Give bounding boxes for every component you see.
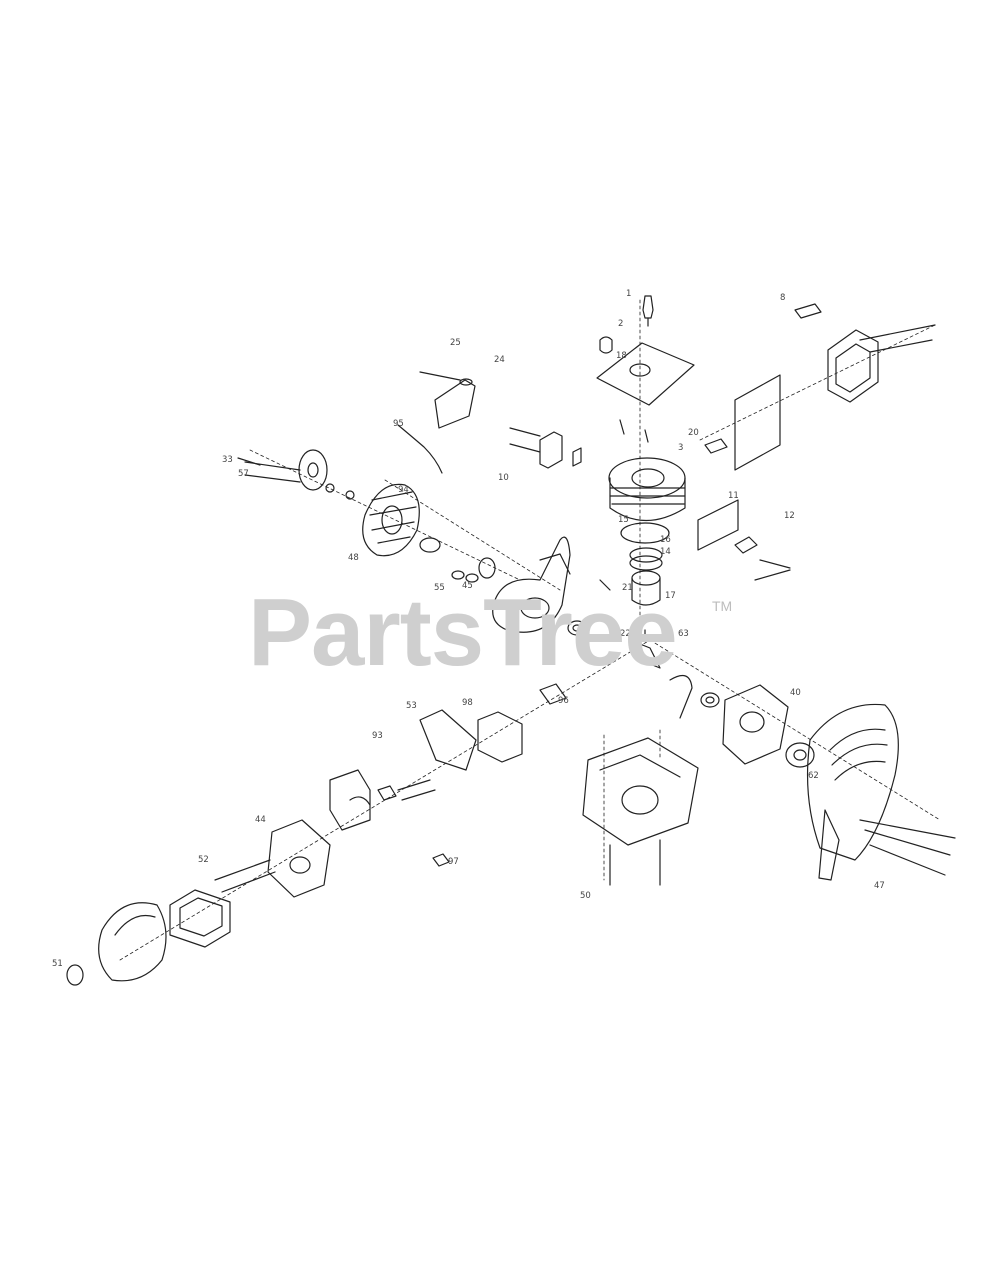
trademark-symbol: TM xyxy=(712,598,733,614)
callout-97: 97 xyxy=(448,857,459,867)
callout-40: 40 xyxy=(790,688,801,698)
callout-21: 21 xyxy=(622,583,633,593)
callout-11: 11 xyxy=(728,491,739,501)
callout-93: 93 xyxy=(372,731,383,741)
callout-14: 14 xyxy=(660,547,671,557)
callout-20: 20 xyxy=(688,428,699,438)
callout-55: 55 xyxy=(434,583,445,593)
callout-18: 18 xyxy=(616,351,627,361)
callout-44: 44 xyxy=(255,815,266,825)
callout-33: 33 xyxy=(222,455,233,465)
callout-45: 45 xyxy=(462,581,473,591)
callout-98: 98 xyxy=(462,698,473,708)
callout-16: 16 xyxy=(660,535,671,545)
parts-tree-watermark: PartsTree xyxy=(248,579,678,686)
callout-62: 62 xyxy=(808,771,819,781)
callout-10: 10 xyxy=(498,473,509,483)
callout-15: 15 xyxy=(618,515,629,525)
callout-2: 2 xyxy=(618,319,623,329)
callout-53: 53 xyxy=(406,701,417,711)
callout-25: 25 xyxy=(450,338,461,348)
callout-94: 94 xyxy=(398,485,409,495)
callout-3: 3 xyxy=(678,443,683,453)
callout-8: 8 xyxy=(780,293,785,303)
callout-51: 51 xyxy=(52,959,63,969)
callout-57: 57 xyxy=(238,469,249,479)
callout-50: 50 xyxy=(580,891,591,901)
callout-96: 96 xyxy=(558,696,569,706)
callout-95: 95 xyxy=(393,419,404,429)
callout-48: 48 xyxy=(348,553,359,563)
callout-12: 12 xyxy=(784,511,795,521)
callout-17: 17 xyxy=(665,591,676,601)
callout-63: 63 xyxy=(678,629,689,639)
callout-52: 52 xyxy=(198,855,209,865)
callout-24: 24 xyxy=(494,355,505,365)
callout-47: 47 xyxy=(874,881,885,891)
callout-1: 1 xyxy=(626,289,631,299)
callout-22: 22 xyxy=(620,629,631,639)
